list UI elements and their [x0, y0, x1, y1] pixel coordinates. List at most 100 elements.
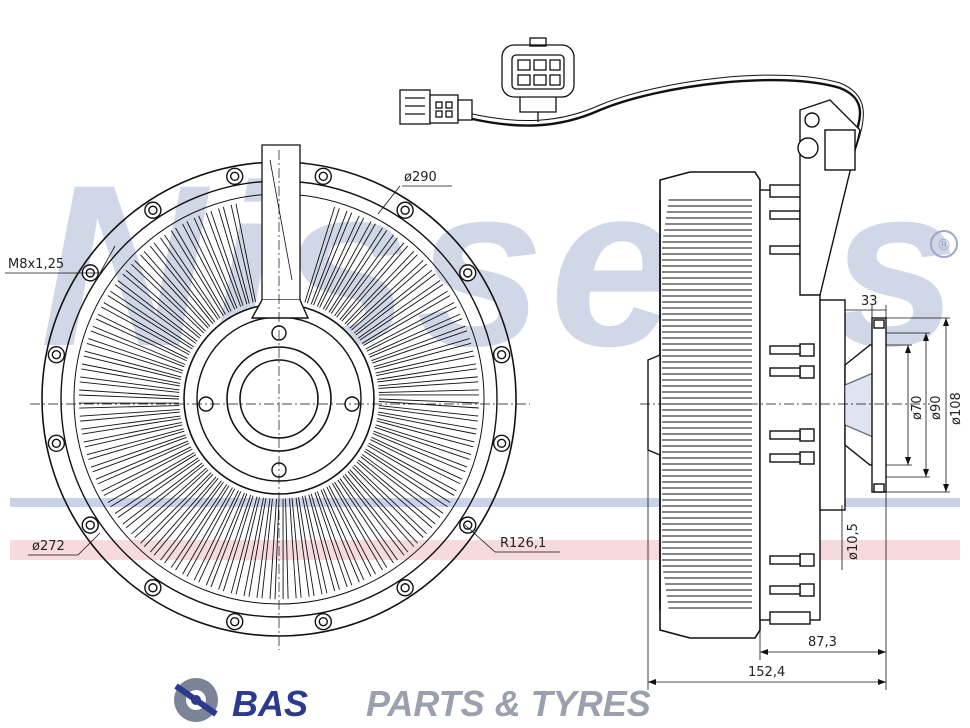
bolt-hole-inner — [230, 171, 240, 182]
bolt-hole-inner — [400, 583, 410, 593]
fin-line — [103, 302, 191, 353]
label-d108: ø108 — [949, 392, 964, 425]
fin-line — [222, 495, 254, 592]
fin-line — [205, 492, 245, 586]
fin-line — [170, 484, 228, 568]
fin-line — [349, 260, 424, 329]
label-d90: ø90 — [929, 396, 944, 421]
watermark-blue-stripe — [10, 498, 960, 507]
fin-line — [81, 368, 180, 387]
fin-line — [360, 456, 441, 518]
cooling-fins — [79, 203, 479, 599]
bolt-hole — [492, 434, 511, 452]
bolt-hole-inner — [463, 268, 473, 278]
fin-line — [377, 368, 477, 383]
fin-line — [378, 411, 477, 430]
fin-line — [295, 497, 310, 597]
fin-line — [88, 338, 184, 372]
fin-line — [170, 230, 224, 317]
fin-line — [347, 471, 415, 547]
fin-line — [97, 442, 190, 485]
brand-bas: BAS — [232, 683, 308, 724]
shaft-housing — [819, 299, 846, 511]
label-thread: M8x1,25 — [8, 257, 64, 272]
hub-flange-top — [873, 319, 885, 329]
fin-line — [346, 254, 418, 326]
fin-line — [134, 469, 209, 538]
fin-line — [371, 325, 466, 362]
fin-line — [79, 389, 180, 397]
fin-line — [349, 469, 418, 544]
fin-line — [210, 493, 248, 588]
fin-line — [125, 464, 205, 529]
fin-line — [375, 350, 474, 374]
fin-line — [101, 446, 192, 492]
fin-line — [378, 405, 479, 417]
side-bolt-shank — [769, 585, 801, 595]
sensor-harness — [399, 37, 864, 151]
fin-line — [316, 491, 353, 586]
fin-line — [261, 498, 273, 599]
cable-outline — [467, 74, 864, 149]
hub-flange-bottom — [873, 483, 885, 493]
housing-cap-bottom — [769, 611, 811, 625]
fin-line — [366, 306, 457, 352]
bolt-hole-inner — [85, 520, 95, 530]
label-depth-inner: 87,3 — [808, 635, 837, 650]
side-bolt-head — [799, 451, 815, 465]
fin-line — [363, 295, 451, 346]
side-bolt-head — [799, 428, 815, 442]
fin-line — [83, 422, 182, 443]
fin-line — [110, 290, 194, 348]
label-d70: ø70 — [910, 396, 925, 421]
fin-line — [302, 496, 323, 595]
fin-line — [373, 338, 470, 368]
fin-line — [256, 498, 271, 598]
bolt-hole — [47, 346, 66, 364]
fin-line — [364, 450, 448, 508]
fin-line — [164, 234, 221, 319]
fin-line — [222, 206, 250, 304]
side-bolt-head — [799, 365, 815, 379]
bolt-hole — [492, 346, 511, 364]
fin-line — [313, 212, 353, 306]
fin-line — [342, 475, 405, 556]
fin-line — [378, 407, 478, 422]
side-bolt-shank — [769, 430, 801, 440]
fin-line — [149, 245, 214, 325]
bolt-holes — [47, 167, 511, 631]
fin-line — [182, 487, 233, 575]
fin-line — [344, 250, 415, 325]
bolt-hole — [459, 516, 477, 534]
fin-line — [339, 242, 405, 320]
fin-line — [322, 221, 372, 310]
bolt-hole — [314, 167, 332, 186]
fin-line — [103, 448, 193, 496]
fin-line — [376, 418, 475, 443]
side-view — [640, 99, 930, 639]
fin-line — [351, 263, 427, 331]
fin-line — [160, 480, 222, 561]
fin-line — [274, 498, 280, 599]
fin-line — [378, 398, 479, 404]
label-radius: R126,1 — [500, 536, 546, 551]
fin-line — [332, 483, 383, 571]
fin-line — [370, 439, 461, 485]
fin-line — [205, 212, 242, 307]
bolt-hole — [144, 579, 162, 597]
fin-line — [95, 318, 187, 362]
fin-line — [374, 342, 472, 370]
fin-line — [243, 497, 264, 597]
fin-line — [376, 420, 474, 448]
fin-line — [125, 269, 202, 337]
fin-line — [320, 489, 360, 583]
fin-line — [328, 485, 376, 575]
fin-line — [361, 290, 448, 344]
fin-line — [376, 355, 475, 376]
side-bolt-shank — [769, 345, 801, 355]
fin-line — [97, 313, 188, 359]
fin-line — [80, 411, 180, 422]
fin-line — [84, 424, 183, 448]
bolt-hole — [144, 201, 162, 219]
